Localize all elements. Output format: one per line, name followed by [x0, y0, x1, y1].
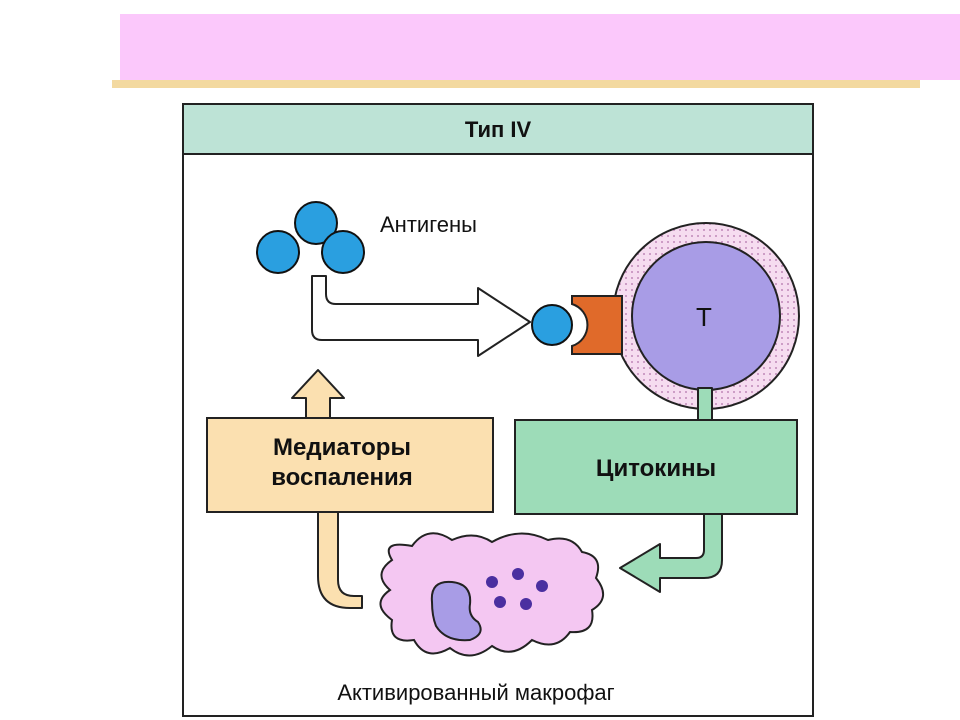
- mediators-box: [206, 417, 494, 513]
- macrophage-label: Активированный макрофаг: [337, 680, 614, 705]
- bound-antigen: [531, 304, 573, 346]
- cytokines-label: Цитокины: [596, 455, 716, 482]
- header-band: [182, 103, 814, 155]
- title-banner: [120, 14, 960, 80]
- cytokines-arrow: [619, 387, 723, 593]
- antigen-circle: [256, 230, 300, 274]
- macrophage-granule: [486, 576, 498, 588]
- macrophage-granule: [512, 568, 524, 580]
- banner-border: [112, 80, 920, 88]
- macrophage-granule: [536, 580, 548, 592]
- antigens-label: Антигены: [380, 212, 477, 237]
- antigen-circle: [321, 230, 365, 274]
- mediators-label-line2: воспаления: [271, 464, 413, 491]
- antigen-circle: [294, 201, 338, 245]
- cytokines-box: [514, 419, 798, 515]
- header-title: Тип IV: [465, 117, 532, 142]
- mediators-label-line1: Медиаторы: [273, 434, 411, 461]
- t-cell-label: Т: [696, 302, 712, 332]
- hypersensitivity-diagram: Тип IV Антигены Т Цитокины Медиаторы вос…: [182, 103, 814, 717]
- macrophage-granule: [520, 598, 532, 610]
- macrophage-granule: [494, 596, 506, 608]
- t-cell-receptor: [571, 295, 623, 355]
- macrophage-nucleus: [430, 580, 482, 642]
- antigen-arrow: [311, 275, 531, 357]
